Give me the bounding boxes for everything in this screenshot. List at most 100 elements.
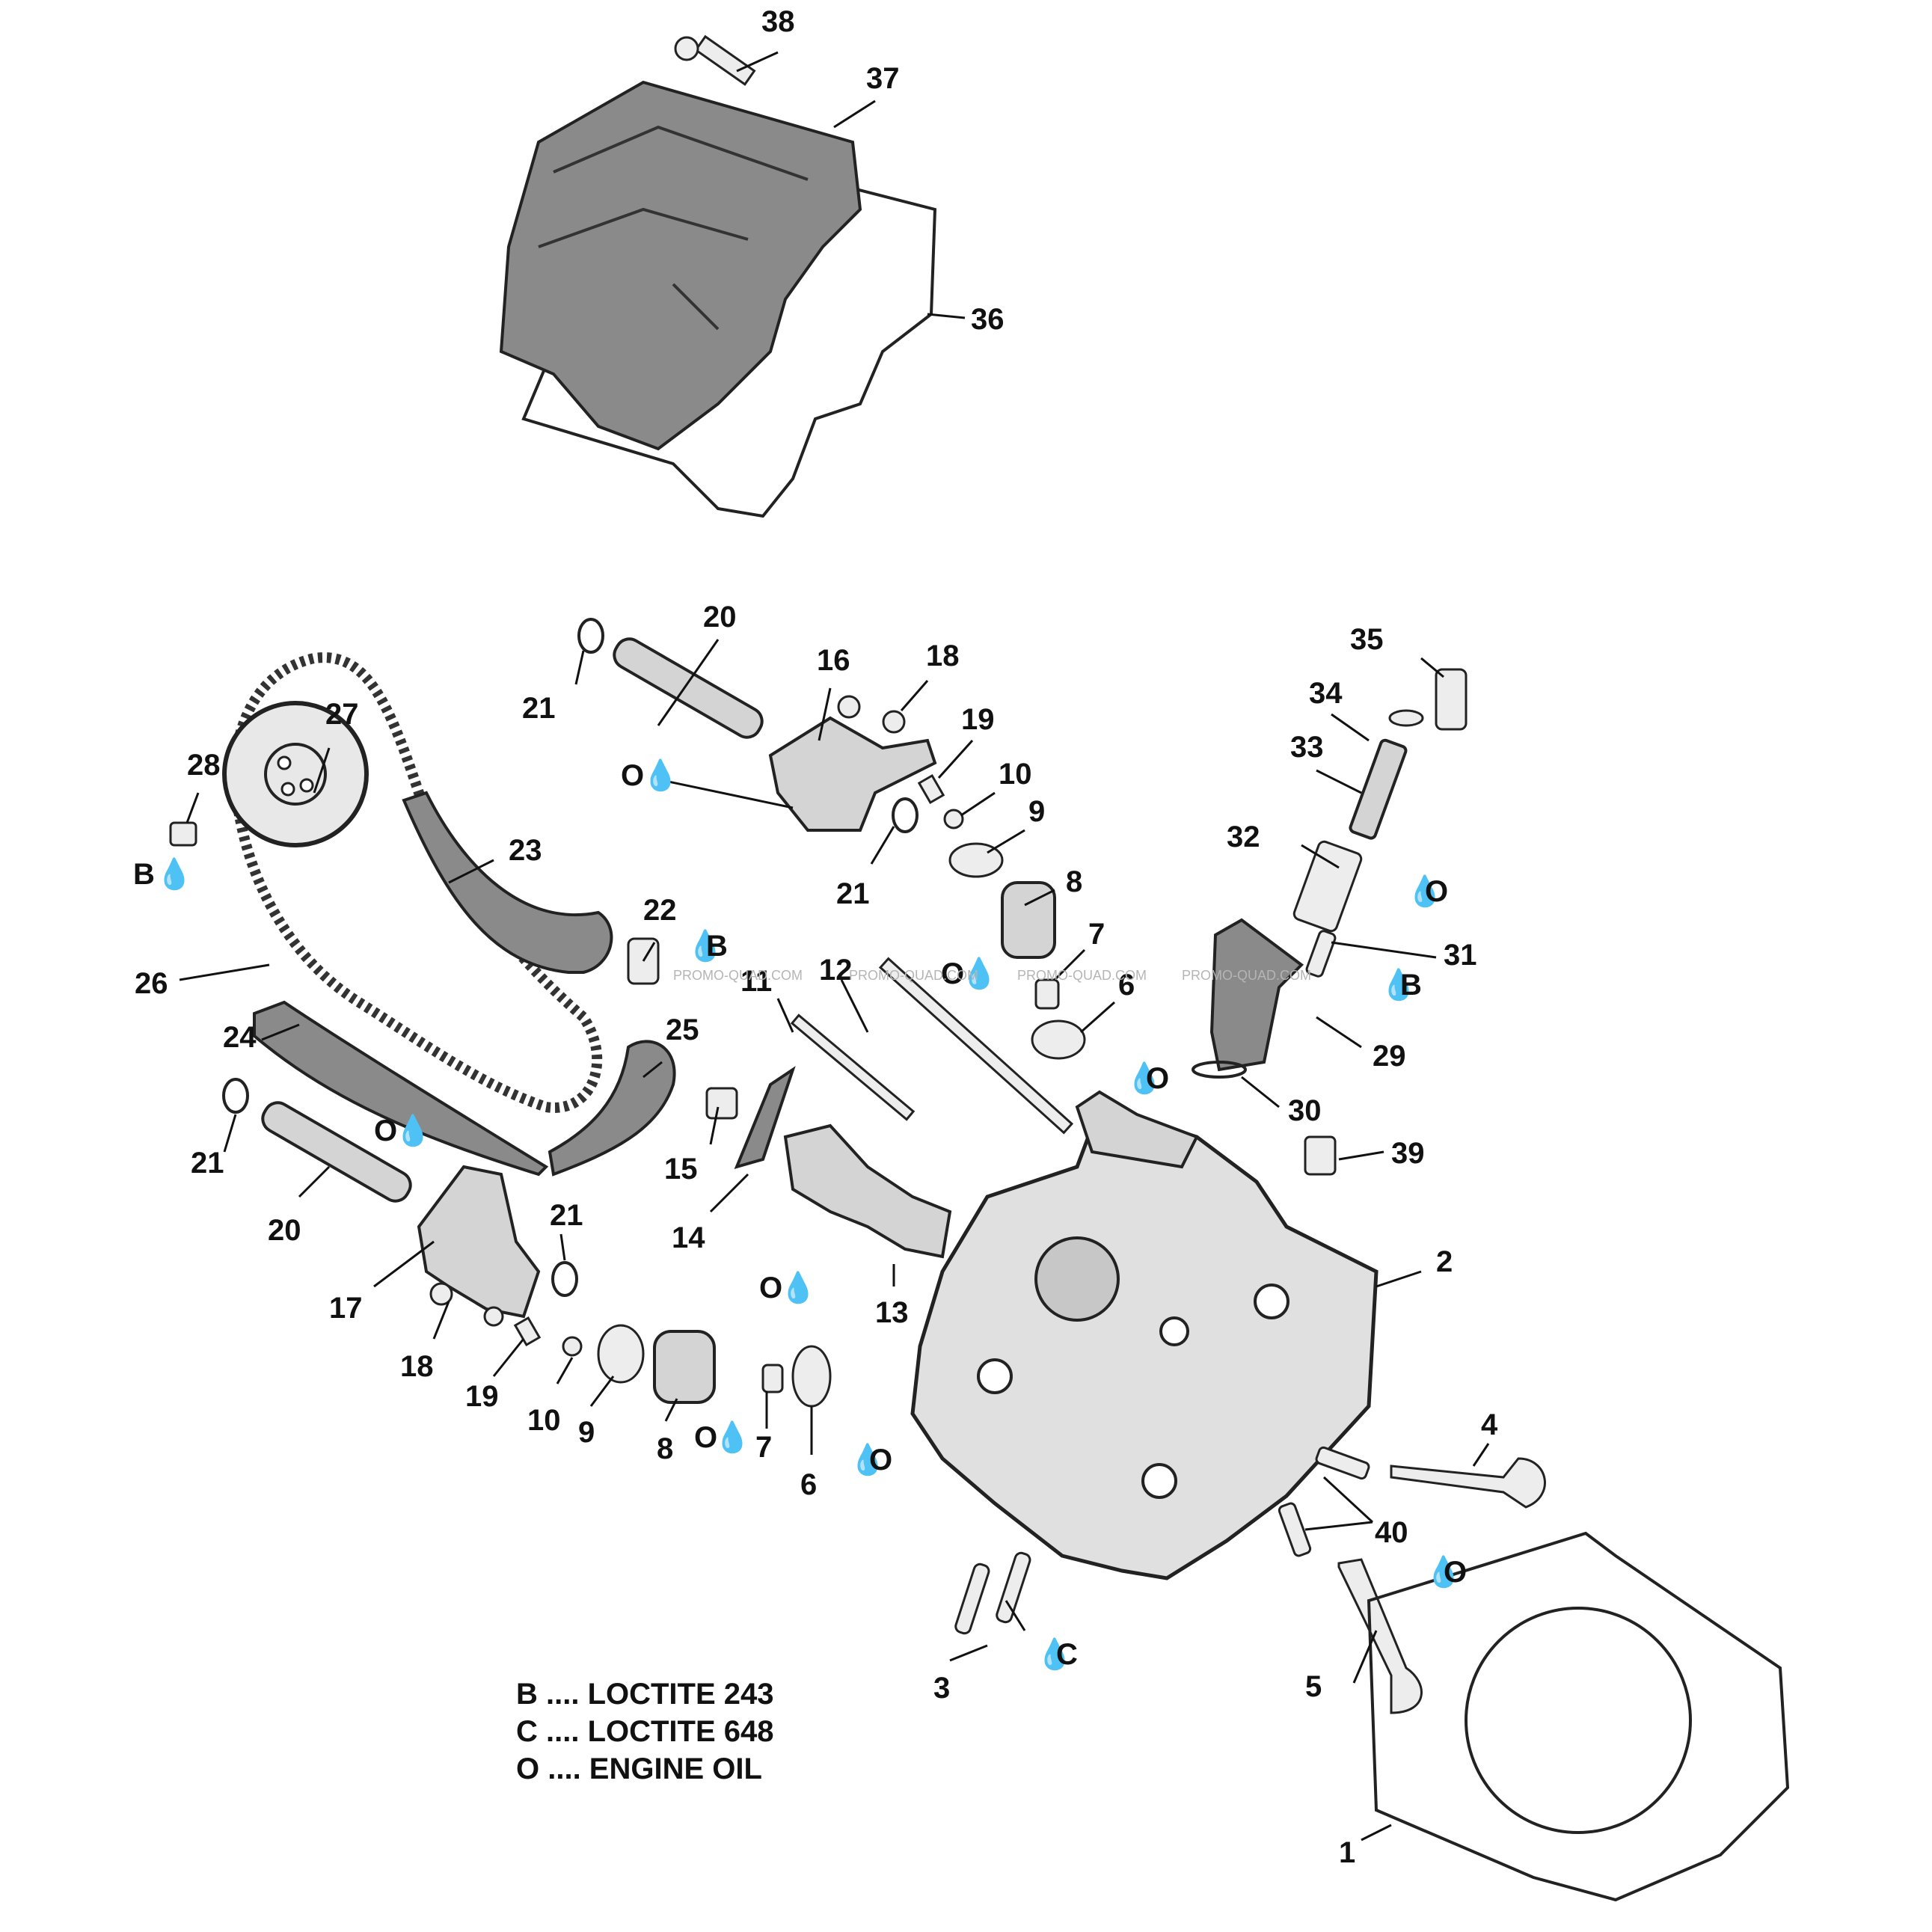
callout-30: 30 bbox=[1288, 1094, 1322, 1127]
callout-1: 1 bbox=[1339, 1836, 1355, 1869]
rocker-arm-exhaust bbox=[768, 716, 937, 832]
oil-symbol: O bbox=[1444, 1556, 1467, 1589]
callout-8a: 8 bbox=[1066, 865, 1082, 898]
callout-33: 33 bbox=[1290, 731, 1324, 764]
tensioner-screw bbox=[1305, 930, 1337, 978]
head-bore bbox=[1159, 1316, 1189, 1346]
sprocket-hole bbox=[280, 782, 295, 797]
oil-drop-icon: 💧 bbox=[960, 956, 998, 990]
cover-bolt bbox=[694, 34, 756, 86]
legend-loctite-243: B .... LOCTITE 243 bbox=[516, 1678, 774, 1711]
drop-icon: 💧 bbox=[156, 856, 193, 891]
callout-19b: 19 bbox=[465, 1380, 499, 1413]
callout-14: 14 bbox=[672, 1221, 705, 1254]
callout-17: 17 bbox=[329, 1292, 363, 1325]
oil-drop-icon: 💧 bbox=[394, 1113, 432, 1147]
callout-38: 38 bbox=[761, 5, 795, 38]
legend: B .... LOCTITE 243 C .... LOCTITE 648 O … bbox=[516, 1675, 774, 1788]
callout-5: 5 bbox=[1305, 1670, 1322, 1703]
callout-21d: 21 bbox=[550, 1199, 583, 1232]
callout-13: 13 bbox=[875, 1296, 909, 1329]
chain-tensioner-body bbox=[1209, 918, 1304, 1072]
oil-drop-icon: 💧 bbox=[1126, 1061, 1163, 1095]
oil-symbol: O bbox=[1146, 1062, 1169, 1095]
drop-icon: 💧 bbox=[1036, 1637, 1073, 1671]
cam-sprocket-hub bbox=[264, 743, 327, 806]
o-ring-lower-a bbox=[222, 1078, 249, 1114]
o-ring-upper-b bbox=[892, 797, 919, 833]
callout-27: 27 bbox=[325, 698, 359, 731]
oil-symbol: O bbox=[621, 759, 644, 792]
head-port bbox=[1034, 1236, 1120, 1322]
exhaust-valve bbox=[1390, 1457, 1546, 1509]
timing-chain-assembly bbox=[222, 652, 603, 1113]
callout-20a: 20 bbox=[703, 601, 737, 634]
tensioner-washer bbox=[1388, 709, 1424, 727]
oil-drop-icon: 💧 bbox=[849, 1442, 886, 1476]
valve-keeper-lower bbox=[562, 1336, 583, 1357]
rocker-arm-intake bbox=[417, 1165, 541, 1319]
rocker-nut-lower bbox=[429, 1282, 453, 1306]
oil-drop-icon: 💧 bbox=[642, 758, 679, 792]
callout-2: 2 bbox=[1436, 1245, 1453, 1278]
callout-28: 28 bbox=[187, 749, 221, 782]
oil-drop-icon: 💧 bbox=[714, 1420, 751, 1454]
long-bolt bbox=[878, 957, 1074, 1135]
camshaft bbox=[783, 1123, 952, 1259]
valve-cover-gasket bbox=[521, 132, 937, 518]
valve-cover bbox=[499, 80, 862, 451]
valve-guide-a bbox=[1315, 1446, 1370, 1480]
callout-36: 36 bbox=[971, 303, 1005, 336]
callout-24: 24 bbox=[223, 1021, 257, 1054]
head-bore bbox=[977, 1358, 1013, 1394]
callout-6b: 6 bbox=[800, 1468, 817, 1501]
chain-tensioner-guide bbox=[253, 1000, 549, 1177]
callout-26: 26 bbox=[135, 967, 168, 1000]
callout-35: 35 bbox=[1350, 623, 1384, 656]
callout-34: 34 bbox=[1309, 677, 1343, 710]
callout-10a: 10 bbox=[999, 758, 1032, 791]
callout-29: 29 bbox=[1373, 1040, 1406, 1073]
oil-symbol: O bbox=[759, 1272, 782, 1304]
temperature-sensor bbox=[1304, 1135, 1337, 1176]
spring-seat-upper bbox=[1031, 1019, 1086, 1060]
sprocket-hole bbox=[299, 778, 314, 793]
guide-bracket bbox=[548, 1040, 676, 1177]
camshaft-bolt bbox=[790, 1013, 916, 1121]
rocker-nut bbox=[882, 710, 906, 734]
chain-guide bbox=[402, 791, 613, 974]
loctite648-symbol: C bbox=[1056, 1638, 1078, 1671]
oil-symbol: O bbox=[694, 1421, 717, 1454]
sprocket-hole bbox=[277, 755, 292, 770]
callout-23: 23 bbox=[509, 834, 542, 867]
callout-18a: 18 bbox=[926, 640, 960, 672]
intake-valve bbox=[1337, 1558, 1423, 1714]
watermark-text: PROMO-QUAD.COM bbox=[1182, 968, 1311, 983]
callout-21c: 21 bbox=[191, 1147, 224, 1180]
legend-loctite-648: C .... LOCTITE 648 bbox=[516, 1715, 774, 1748]
callout-40: 40 bbox=[1375, 1516, 1408, 1549]
drop-icon: 💧 bbox=[1380, 967, 1417, 1002]
rocker-adjuster bbox=[837, 695, 861, 719]
spring-retainer-lower bbox=[597, 1324, 645, 1384]
adjuster-screw-lower bbox=[513, 1316, 542, 1347]
callout-22: 22 bbox=[643, 894, 677, 927]
cover-bolt-head bbox=[674, 36, 699, 61]
decompressor-plate bbox=[734, 1066, 796, 1170]
tensioner-plunger bbox=[1292, 840, 1363, 933]
sprocket-screw bbox=[169, 821, 197, 847]
drop-icon: 💧 bbox=[687, 928, 724, 963]
valve-seal-lower bbox=[761, 1364, 784, 1393]
watermark-text: PROMO-QUAD.COM bbox=[849, 968, 978, 983]
callout-31: 31 bbox=[1444, 939, 1477, 972]
callout-10b: 10 bbox=[527, 1404, 561, 1437]
bracket-screw bbox=[705, 1087, 738, 1120]
adjuster-screw-upper bbox=[917, 773, 945, 805]
callout-39: 39 bbox=[1391, 1137, 1425, 1170]
callout-20b: 20 bbox=[268, 1214, 301, 1247]
callout-7b: 7 bbox=[755, 1431, 772, 1464]
leader-lines bbox=[179, 51, 1490, 1841]
callout-9a: 9 bbox=[1028, 795, 1045, 828]
valve-seal-upper bbox=[1034, 978, 1060, 1010]
dowel-pin-b bbox=[996, 1551, 1031, 1624]
